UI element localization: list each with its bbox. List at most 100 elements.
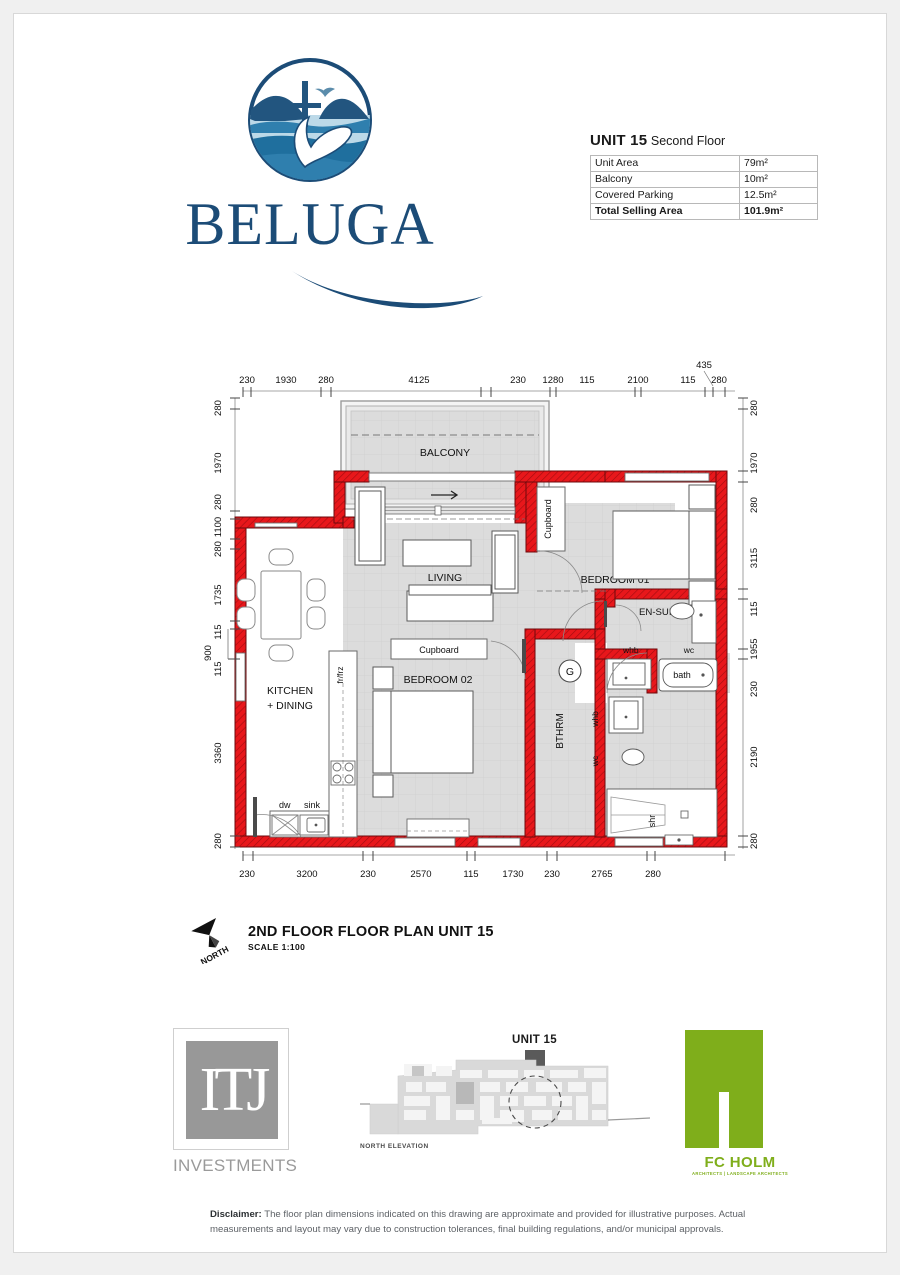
beluga-whale-tail-emblem-icon — [245, 55, 375, 185]
unit-number: UNIT 15 — [590, 132, 648, 149]
label-bath: bath — [673, 670, 691, 680]
disclaimer: Disclaimer: The floor plan dimensions in… — [210, 1208, 750, 1237]
dim-right-3: 3115 — [749, 548, 760, 568]
architect-name: FC HOLM — [704, 1154, 776, 1171]
dim-top-2: 280 — [318, 375, 334, 386]
plan-title: 2ND FLOOR FLOOR PLAN UNIT 15 — [248, 924, 494, 940]
room-label-bedroom02: BEDROOM 02 — [404, 674, 473, 686]
room-label-balcony: BALCONY — [420, 447, 470, 459]
dim-top-5: 1280 — [542, 375, 563, 386]
dim-top-3: 4125 — [408, 375, 429, 386]
itj-investments-logo: ITJ INVESTMENTS — [173, 1028, 297, 1180]
title-block: NORTH 2ND FLOOR FLOOR PLAN UNIT 15 SCALE… — [190, 918, 590, 970]
row-label: Unit Area — [590, 155, 740, 172]
disclaimer-heading: Disclaimer: — [210, 1209, 262, 1220]
dim-left-3: 1100 — [213, 517, 224, 537]
room-label-kitchen: KITCHEN — [267, 685, 313, 697]
dim-left-6: 115 — [213, 624, 224, 639]
row-label: Total Selling Area — [590, 203, 740, 220]
table-row: Covered Parking 12.5m² — [590, 187, 818, 204]
floor-plan-drawing: BALCONY — [195, 353, 775, 888]
dim-bottom-2: 230 — [360, 869, 376, 880]
dim-bottom-1: 3200 — [296, 869, 317, 880]
dim-left-9: 280 — [213, 833, 224, 849]
label-whb-ensuite: whb — [622, 645, 639, 655]
dim-right-2: 280 — [749, 497, 760, 513]
logo-frame: ITJ — [173, 1028, 289, 1150]
label-whb-bthrm: whb — [590, 711, 600, 728]
dim-bottom-4: 115 — [463, 869, 478, 880]
dim-right-0: 280 — [749, 400, 760, 416]
fc-holm-logo: FC HOLM ARCHITECTS | LANDSCAPE ARCHITECT… — [685, 1030, 795, 1180]
north-elevation-block: UNIT 15 — [360, 1030, 651, 1160]
monogram-text: ITJ — [199, 1056, 271, 1124]
elevation-unit-callout: UNIT 15 — [512, 1034, 557, 1046]
row-value: 12.5m² — [739, 187, 818, 204]
north-elevation-drawing — [360, 1050, 651, 1135]
elevation-caption: NORTH ELEVATION — [360, 1143, 429, 1150]
label-geyser: G — [566, 666, 574, 678]
unit-floor: Second Floor — [650, 134, 726, 148]
dim-left-5: 1735 — [213, 584, 224, 605]
dim-bottom-7: 2765 — [591, 869, 612, 880]
room-label-dining: + DINING — [267, 700, 313, 712]
dim-top-4: 230 — [510, 375, 526, 386]
dim-bottom-3: 2570 — [410, 869, 431, 880]
fc-holm-h-mark-icon — [685, 1030, 781, 1148]
label-sink: sink — [304, 800, 321, 810]
label-wc-bthrm: wc — [590, 755, 600, 767]
label-cupboard-living: Cupboard — [543, 499, 553, 539]
room-label-ensuite: EN-SUITE — [639, 607, 684, 618]
label-wc-ensuite: wc — [683, 645, 695, 655]
label-shower: shr — [647, 815, 657, 828]
brand-name: BELUGA — [185, 191, 435, 257]
dim-right-5: 1955 — [749, 638, 760, 659]
dim-left-offset: 900 — [203, 645, 214, 661]
document-page-border: BELUGA UNIT 15 Second Floor Unit Area 79… — [13, 13, 887, 1253]
brand-swash-icon — [290, 265, 485, 311]
investments-label: INVESTMENTS — [173, 1156, 298, 1175]
brand-logo-block: BELUGA — [135, 55, 485, 309]
dim-left-7: 115 — [213, 661, 224, 676]
dim-bottom-0: 230 — [239, 869, 255, 880]
dim-right-1: 1970 — [749, 452, 760, 473]
unit-area-table: Unit Area 79m² Balcony 10m² Covered Park… — [590, 155, 818, 220]
dim-top-overall: 435 — [696, 360, 712, 371]
dashed-circle-icon — [508, 1075, 562, 1129]
label-cupboard-bedroom02: Cupboard — [419, 645, 459, 655]
dim-right-4: 115 — [749, 601, 760, 616]
dim-left-8: 3360 — [213, 742, 224, 763]
dim-bottom-6: 230 — [544, 869, 560, 880]
dim-right-8: 280 — [749, 833, 760, 849]
table-row-total: Total Selling Area 101.9m² — [590, 203, 818, 220]
itj-investments-monogram-icon: ITJ — [186, 1041, 278, 1139]
label-fridge-freezer: fr/frz — [335, 667, 345, 684]
dim-top-1: 1930 — [275, 375, 296, 386]
dim-bottom-8: 280 — [645, 869, 661, 880]
dim-left-0: 280 — [213, 400, 224, 416]
label-dishwasher: dw — [279, 800, 291, 810]
dim-right-7: 2190 — [749, 746, 760, 767]
row-value: 101.9m² — [739, 203, 818, 220]
row-value: 79m² — [739, 155, 818, 172]
plan-scale: SCALE 1:100 — [248, 942, 306, 952]
dim-bottom-5: 1730 — [502, 869, 523, 880]
dim-top-6: 115 — [579, 375, 594, 386]
table-row: Balcony 10m² — [590, 171, 818, 188]
dim-top-9: 280 — [711, 375, 727, 386]
architect-subtitle: ARCHITECTS | LANDSCAPE ARCHITECTS — [691, 1171, 789, 1176]
document-page: BELUGA UNIT 15 Second Floor Unit Area 79… — [25, 25, 877, 1243]
unit-heading: UNIT 15 Second Floor — [590, 132, 725, 149]
dim-left-2: 280 — [213, 494, 224, 510]
row-value: 10m² — [739, 171, 818, 188]
disclaimer-body: The floor plan dimensions indicated on t… — [210, 1209, 746, 1235]
dim-right-6: 230 — [749, 681, 760, 697]
table-row: Unit Area 79m² — [590, 155, 818, 172]
dim-left-4: 280 — [213, 541, 224, 557]
dim-top-0: 230 — [239, 375, 255, 386]
room-label-living: LIVING — [428, 572, 462, 584]
dim-top-7: 2100 — [627, 375, 648, 386]
row-label: Covered Parking — [590, 187, 740, 204]
room-label-bthrm: BTHRM — [555, 713, 566, 749]
north-arrow-icon: NORTH — [190, 918, 242, 967]
